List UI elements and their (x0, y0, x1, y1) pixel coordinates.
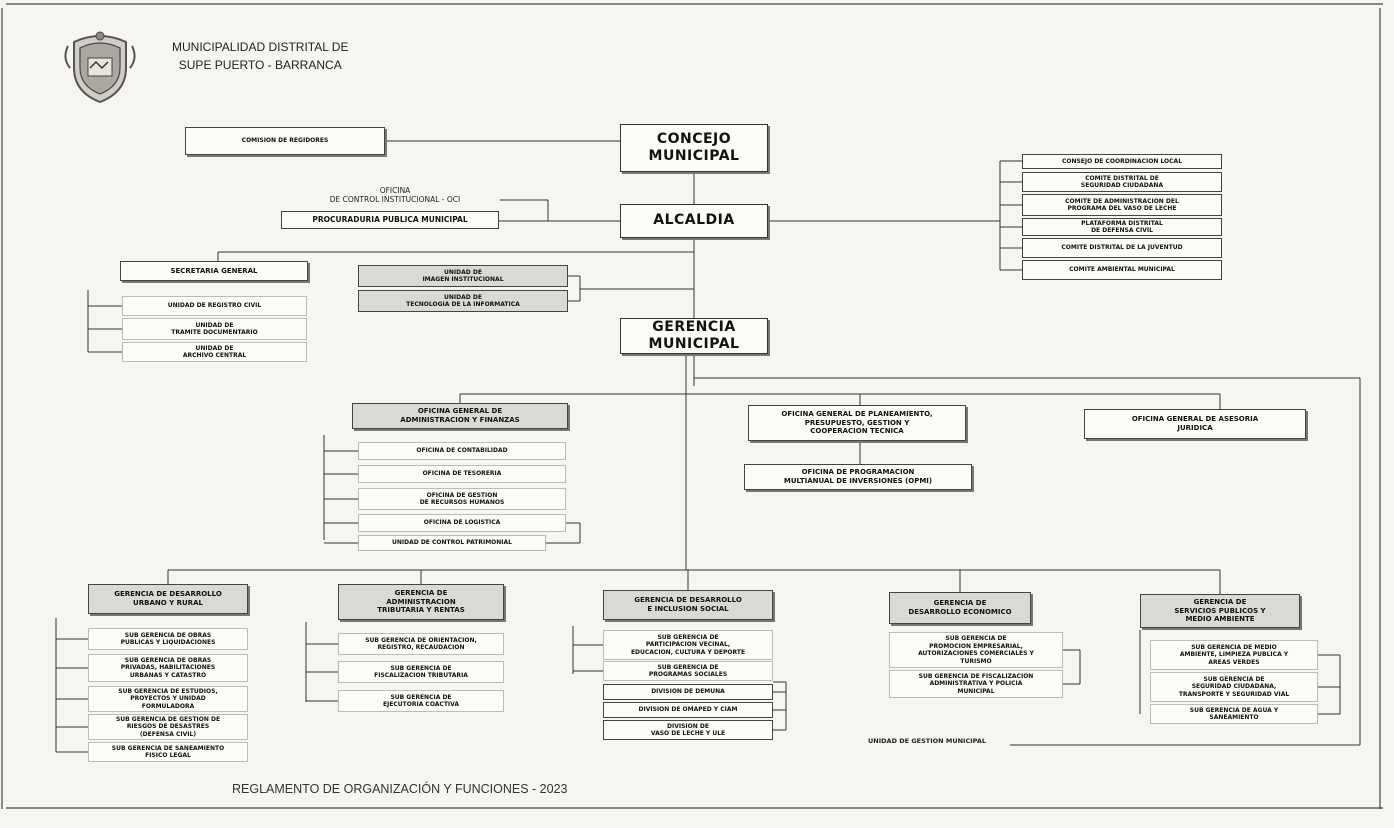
unidad-gestion-label: UNIDAD DE GESTION MUNICIPAL (868, 737, 986, 745)
document-footer: REGLAMENTO DE ORGANIZACIÓN Y FUNCIONES -… (232, 782, 568, 796)
gerencia-unit-box: SUB GERENCIA DE GESTION DE RIESGOS DE DE… (88, 714, 248, 740)
gerencia-unit-box: SUB GERENCIA DE SEGURIDAD CIUDADANA, TRA… (1150, 672, 1318, 702)
oci-label: OFICINA DE CONTROL INSTITUCIONAL - OCI (329, 186, 461, 204)
gerencia-unit-box: SUB GERENCIA DE OBRAS PRIVADAS, HABILITA… (88, 654, 248, 682)
alcaldia-box: ALCALDIA (620, 204, 768, 238)
council-box: PLATAFORMA DISTRITAL DE DEFENSA CIVIL (1022, 218, 1222, 236)
gerencia-unit-box: SUB GERENCIA DE FISCALIZACION ADMINISTRA… (889, 670, 1063, 698)
gerencia-unit-box: SUB GERENCIA DE AGUA Y SANEAMIENTO (1150, 704, 1318, 724)
secretaria-unit-box: UNIDAD DE TRAMITE DOCUMENTARIO (122, 318, 307, 340)
council-box: COMITE AMBIENTAL MUNICIPAL (1022, 260, 1222, 280)
comision-regidores-box: COMISION DE REGIDORES (185, 127, 385, 155)
secretaria-general-box: SECRETARIA GENERAL (120, 261, 308, 281)
institution-title: MUNICIPALIDAD DISTRITAL DE SUPE PUERTO -… (172, 40, 349, 72)
administracion-unit-box: OFICINA DE LOGISTICA (358, 514, 566, 532)
gerencia-unit-box: SUB GERENCIA DE PARTICIPACION VECINAL, E… (603, 630, 773, 660)
gerencia-head-box: GERENCIA DE ADMINISTRACION TRIBUTARIA Y … (338, 584, 504, 620)
administracion-unit-box: OFICINA DE GESTION DE RECURSOS HUMANOS (358, 488, 566, 510)
council-box: COMITE DISTRITAL DE SEGURIDAD CIUDADANA (1022, 172, 1222, 192)
gerencia-unit-box: SUB GERENCIA DE ESTUDIOS, PROYECTOS Y UN… (88, 686, 248, 712)
concejo-municipal-box: CONCEJO MUNICIPAL (620, 124, 768, 172)
procuraduria-box: PROCURADURIA PUBLICA MUNICIPAL (281, 211, 499, 229)
gerencia-unit-box: SUB GERENCIA DE MEDIO AMBIENTE, LIMPIEZA… (1150, 640, 1318, 670)
gerencia-unit-box: DIVISION DE DEMUNA (603, 684, 773, 700)
administracion-unit-box: OFICINA DE TESORERIA (358, 465, 566, 483)
gerencia-municipal-box: GERENCIA MUNICIPAL (620, 318, 768, 354)
council-box: COMITE DE ADMINISTRACION DEL PROGRAMA DE… (1022, 194, 1222, 216)
gerencia-unit-box: DIVISION DE OMAPED Y CIAM (603, 702, 773, 718)
gerencia-unit-box: SUB GERENCIA DE FISCALIZACION TRIBUTARIA (338, 661, 504, 683)
gerencia-unit-box: DIVISION DE VASO DE LECHE Y ULE (603, 720, 773, 740)
council-box: COMITE DISTRITAL DE LA JUVENTUD (1022, 238, 1222, 258)
administracion-unit-box: UNIDAD DE CONTROL PATRIMONIAL (358, 535, 546, 551)
municipal-seal-icon (64, 31, 136, 104)
council-box: CONSEJO DE COORDINACION LOCAL (1022, 154, 1222, 169)
administracion-unit-box: OFICINA DE CONTABILIDAD (358, 442, 566, 460)
gerencia-head-box: GERENCIA DE DESARROLLO E INCLUSION SOCIA… (603, 590, 773, 620)
secretaria-unit-box: UNIDAD DE REGISTRO CIVIL (122, 296, 307, 316)
gerencia-unit-box: SUB GERENCIA DE OBRAS PUBLICAS Y LIQUIDA… (88, 628, 248, 650)
gerencia-head-box: GERENCIA DE SERVICIOS PUBLICOS Y MEDIO A… (1140, 594, 1300, 628)
gerencia-unit-box: SUB GERENCIA DE EJECUTORIA COACTIVA (338, 690, 504, 712)
administracion-head-box: OFICINA GENERAL DE ADMINISTRACION Y FINA… (352, 403, 568, 429)
gerencia-head-box: GERENCIA DE DESARROLLO URBANO Y RURAL (88, 584, 248, 614)
support-unit-box: UNIDAD DE IMAGEN INSTITUCIONAL (358, 265, 568, 287)
gerencia-unit-box: SUB GERENCIA DE SANEAMIENTO FISICO LEGAL (88, 742, 248, 762)
gerencia-head-box: GERENCIA DE DESARROLLO ECONOMICO (889, 592, 1031, 624)
planeamiento-head-box: OFICINA GENERAL DE PLANEAMIENTO, PRESUPU… (748, 405, 966, 441)
gerencia-unit-box: SUB GERENCIA DE PROMOCION EMPRESARIAL, A… (889, 632, 1063, 668)
opmi-box: OFICINA DE PROGRAMACION MULTIANUAL DE IN… (744, 464, 972, 490)
secretaria-unit-box: UNIDAD DE ARCHIVO CENTRAL (122, 342, 307, 362)
support-unit-box: UNIDAD DE TECNOLOGIA DE LA INFORMATICA (358, 290, 568, 312)
gerencia-unit-box: SUB GERENCIA DE ORIENTACION, REGISTRO, R… (338, 633, 504, 655)
gerencia-unit-box: SUB GERENCIA DE PROGRAMAS SOCIALES (603, 661, 773, 681)
asesoria-juridica-box: OFICINA GENERAL DE ASESORIA JURIDICA (1084, 409, 1306, 439)
